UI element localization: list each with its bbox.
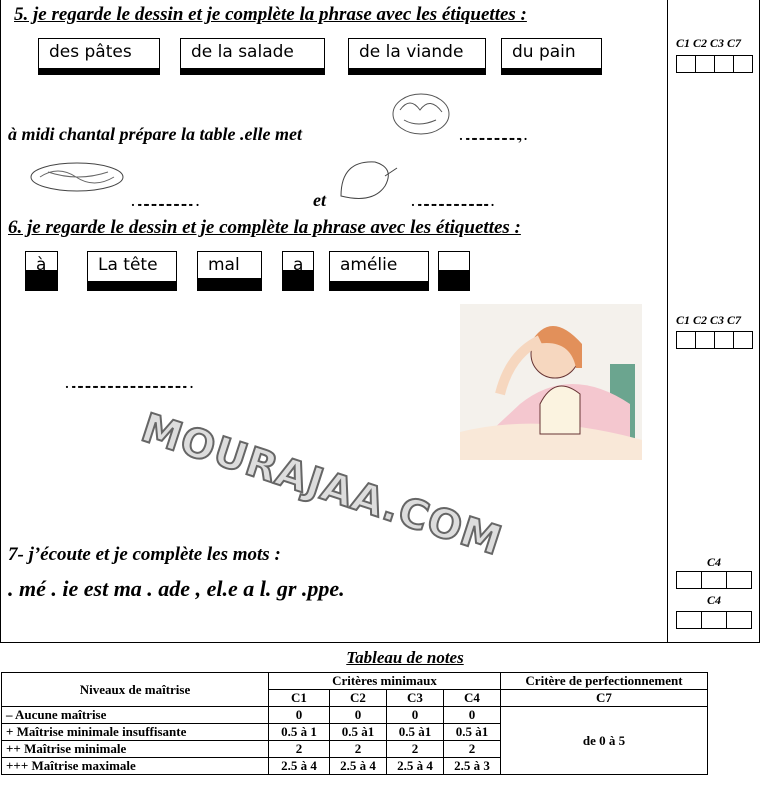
grades-table-title: Tableau de notes [346,648,464,667]
cell: 0.5 à 1 [268,723,330,741]
column-divider [667,0,668,643]
cell: 2 [386,740,444,758]
sentence-line-1: à midi chantal prépare la table .elle me… [8,124,302,144]
blank-3: ………………………….. [410,190,484,210]
row-label: ++ Maîtrise minimale [1,740,269,758]
ham-drawing [340,161,398,199]
cell: 2 [268,740,330,758]
tag-la-tete: La tête [87,251,177,291]
cell: 2.5 à 4 [268,757,330,775]
criteria-grid-c4-a [676,571,752,589]
tag-pain: du pain [501,38,602,75]
cell: 0.5 à1 [386,723,444,741]
header-c4: C4 [443,689,501,707]
header-perf: Critère de perfectionnement [500,672,708,690]
cell: 2.5 à 3 [443,757,501,775]
cell: 2 [443,740,501,758]
criteria-label-ex6: C1 C2 C3 C7 [676,313,742,327]
header-min: Critères minimaux [268,672,501,690]
salad-drawing [392,93,450,135]
word-et: et [313,190,326,210]
cell: 2.5 à 4 [329,757,387,775]
tag-a: a [282,251,314,291]
header-c7: C7 [500,689,708,707]
exercise-7-title: 7- j’écoute et je complète les mots : [8,544,281,565]
row-label: – Aucune maîtrise [1,706,269,724]
row-label: + Maîtrise minimale insuffisante [1,723,269,741]
tag-blank [438,251,470,291]
sick-girl-illustration [460,304,642,460]
header-levels: Niveaux de maîtrise [1,672,269,707]
tag-a-accent: à [25,251,58,291]
tag-mal: mal [197,251,262,291]
tag-viande: de la viande [348,38,486,75]
cell: 0 [443,706,501,724]
header-c1: C1 [268,689,330,707]
row-label: +++ Maîtrise maximale [1,757,269,775]
header-c3: C3 [386,689,444,707]
exercise-7-sentence: . mé . ie est ma . ade , el.e a l. gr .p… [8,576,345,601]
blank-1: ……………………, [458,124,523,144]
cell: 0 [329,706,387,724]
cell: 0.5 à1 [329,723,387,741]
pasta-drawing [30,162,124,192]
tag-salade: de la salade [180,38,325,75]
criteria-grid-c4-b [676,611,752,629]
criteria-grid-ex5 [676,55,753,73]
tag-pates: des pâtes [38,38,160,75]
cell: 2.5 à 4 [386,757,444,775]
tag-amelie: amélie [329,251,429,291]
criteria-grid-ex6 [676,331,753,349]
cell: 0 [386,706,444,724]
cell: 2 [329,740,387,758]
criteria-label-c4-a: C4 [707,555,722,569]
cell: 0.5 à1 [443,723,501,741]
criteria-label-c4-b: C4 [707,593,722,607]
header-c2: C2 [329,689,387,707]
c7-range: de 0 à 5 [500,706,708,775]
exercise-6-title: 6. je regarde le dessin et je complète l… [8,217,521,238]
cell: 0 [268,706,330,724]
criteria-label-ex5: C1 C2 C3 C7 [676,36,742,50]
blank-2: …………………… [130,190,201,210]
blank-ex6: ………………………………………… [64,372,195,392]
exercise-5-title: 5. je regarde le dessin et je complète l… [14,4,527,25]
